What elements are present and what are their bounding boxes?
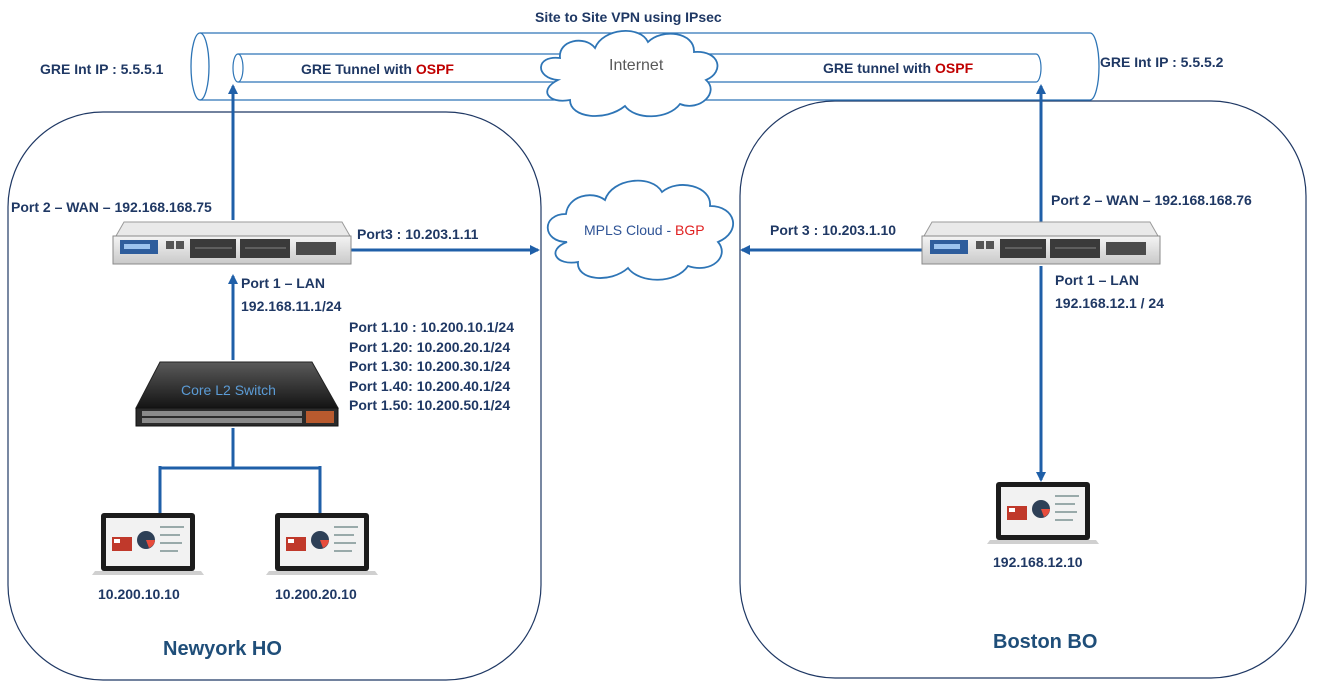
bos-port3-label: Port 3 : 10.203.1.10 xyxy=(770,222,897,238)
subnet-item: Port 1.10 : 10.200.10.1/24 xyxy=(349,319,514,335)
ny-host-2-ip: 10.200.20.10 xyxy=(275,586,357,602)
ny-lan-ip-label: 192.168.11.1/24 xyxy=(241,298,342,314)
mpls-text: MPLS Cloud - xyxy=(584,222,676,238)
switch-label: Core L2 Switch xyxy=(181,382,276,398)
gre-protocol-left: OSPF xyxy=(415,61,454,77)
gre-tunnel-label-left: GRE Tunnel with OSPF xyxy=(301,61,454,77)
gre-tunnel-text-right: GRE tunnel with xyxy=(823,60,935,76)
subnet-item: Port 1.20: 10.200.20.1/24 xyxy=(349,338,511,355)
boston-firewall xyxy=(921,221,1161,265)
subnet-item: Port 1.40: 10.200.40.1/24 xyxy=(349,377,511,394)
gre-int-ip-left: GRE Int IP : 5.5.5.1 xyxy=(40,61,164,77)
newyork-site-boundary xyxy=(7,111,542,681)
mpls-protocol: BGP xyxy=(675,222,705,238)
ny-lan-port-label: Port 1 – LAN xyxy=(241,275,326,291)
bos-lan-ip-label: 192.168.12.1 / 24 xyxy=(1055,295,1164,311)
gre-int-ip-right: GRE Int IP : 5.5.5.2 xyxy=(1100,54,1224,70)
mpls-cloud xyxy=(546,179,734,281)
links xyxy=(158,84,1046,515)
laptop-host-boston xyxy=(987,482,1099,544)
gre-tunnel-label-right: GRE tunnel with OSPF xyxy=(823,60,973,76)
subnet-item: Port 1.50: 10.200.50.1/24 xyxy=(349,397,511,413)
core-switch xyxy=(135,361,339,427)
gre-protocol-right: OSPF xyxy=(935,60,974,76)
subnet-item: Port 1.30: 10.200.30.1/24 xyxy=(349,358,511,374)
laptop-host-1 xyxy=(92,513,204,575)
ny-host-links xyxy=(158,428,322,515)
laptop-host-2 xyxy=(266,513,378,575)
ny-wan-label: Port 2 – WAN – 192.168.168.75 xyxy=(11,199,212,215)
bos-host-ip: 192.168.12.10 xyxy=(993,554,1083,570)
diagram-title: Site to Site VPN using IPsec xyxy=(535,9,722,25)
ny-subnet-list: Port 1.10 : 10.200.10.1/24 Port 1.20: 10… xyxy=(349,318,514,416)
ny-host-1-ip: 10.200.10.10 xyxy=(98,586,180,602)
boston-site-boundary xyxy=(739,100,1307,679)
bos-lan-port-label: Port 1 – LAN xyxy=(1055,272,1140,288)
newyork-firewall xyxy=(112,221,352,265)
ipsec-vpn-tube xyxy=(190,32,1100,101)
bos-wan-label: Port 2 – WAN – 192.168.168.76 xyxy=(1051,192,1252,208)
internet-cloud xyxy=(540,30,719,118)
bos-site-name: Boston BO xyxy=(993,631,1098,653)
internet-label: Internet xyxy=(609,57,664,74)
ny-site-name: Newyork HO xyxy=(163,638,282,660)
mpls-label: MPLS Cloud - BGP xyxy=(584,222,705,238)
gre-tunnel-text-left: GRE Tunnel with xyxy=(301,61,416,77)
ny-port3-label: Port3 : 10.203.1.11 xyxy=(357,226,479,242)
